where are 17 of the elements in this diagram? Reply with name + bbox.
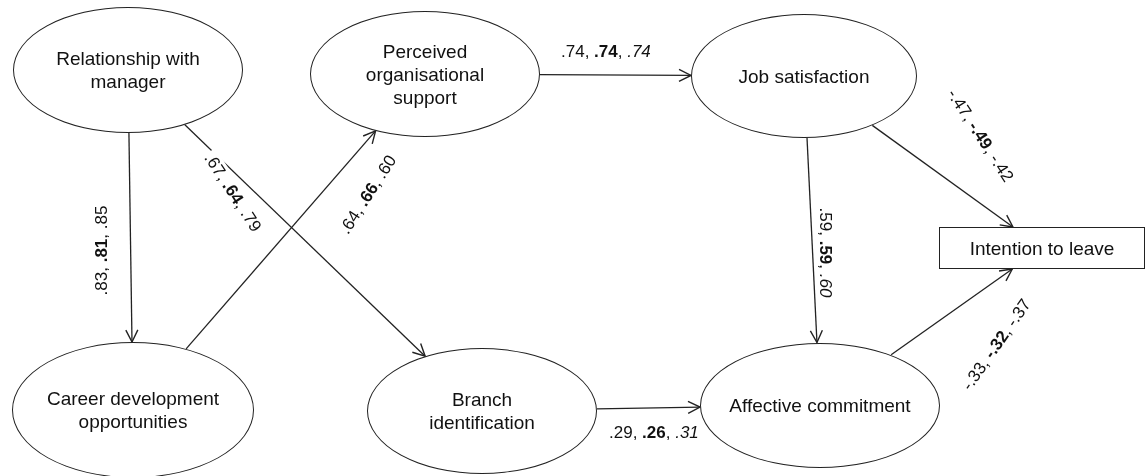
path-arrow — [890, 268, 1013, 356]
node-label: Branch identification — [428, 388, 536, 434]
node-label: Intention to leave — [968, 236, 1116, 260]
path-arrow — [185, 130, 377, 350]
path-arrow — [184, 124, 426, 357]
path-arrow — [539, 68, 692, 83]
path-arrow — [596, 400, 701, 415]
outcome-box — [939, 227, 1145, 269]
edge-label: .83, .81, .85 — [92, 203, 112, 297]
node-label: Job satisfaction — [737, 64, 871, 88]
node-label: Career development opportunities — [45, 387, 221, 433]
node-label: Relationship with manager — [55, 47, 201, 93]
path-arrow — [806, 137, 824, 344]
node-label: Affective commitment — [728, 393, 912, 417]
node-label: Perceived organisational support — [364, 39, 486, 109]
path-arrow — [125, 132, 139, 343]
path-arrow — [871, 124, 1014, 228]
